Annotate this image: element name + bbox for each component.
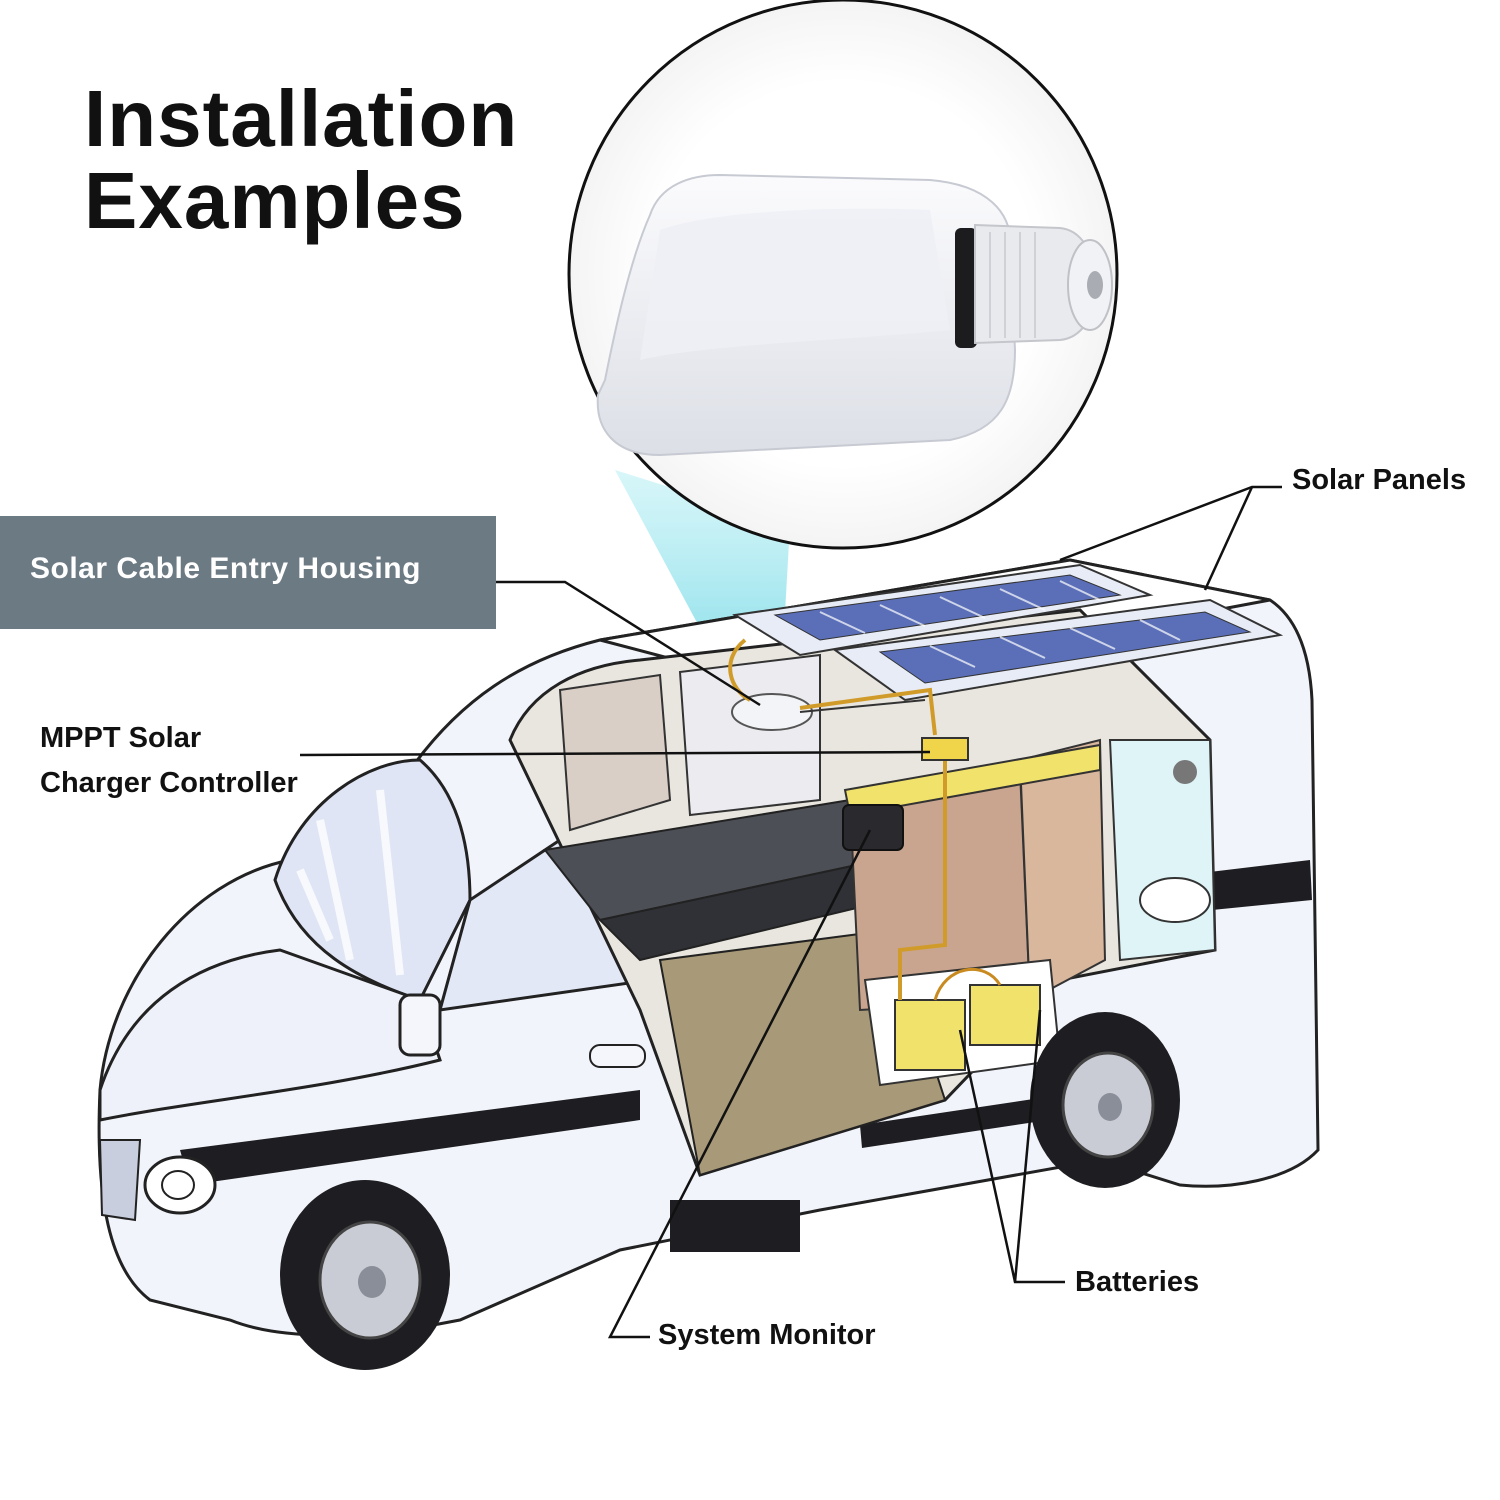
mppt-label-line-2: Charger Controller bbox=[40, 767, 298, 799]
cable-entry-housing-roof bbox=[731, 693, 813, 731]
cable-entry-label: Solar Cable Entry Housing bbox=[30, 552, 421, 585]
mppt-label: MPPT Solar Charger Controller bbox=[40, 716, 298, 806]
leader-solar-panels bbox=[1059, 485, 1282, 562]
leader-lines bbox=[299, 485, 1282, 1339]
solar-panels-roof bbox=[732, 563, 1284, 702]
mppt-controller-box bbox=[921, 737, 969, 761]
interior-cutaway bbox=[508, 608, 1217, 1177]
cable-entry-housing-product bbox=[596, 173, 1113, 457]
rear-wheel bbox=[1030, 1012, 1180, 1188]
leader-system-monitor bbox=[607, 829, 872, 1339]
leader-cable-entry bbox=[496, 580, 761, 707]
cable-entry-banner: Solar Cable Entry Housing bbox=[0, 516, 496, 629]
mppt-label-line-1: MPPT Solar bbox=[40, 722, 202, 754]
step bbox=[670, 1200, 800, 1252]
leader-mppt bbox=[299, 750, 931, 757]
batteries-label: Batteries bbox=[1075, 1266, 1200, 1298]
title-line-2: Examples bbox=[84, 156, 466, 245]
title-line-1: Installation bbox=[84, 74, 519, 163]
solar-panels-label: Solar Panels bbox=[1292, 464, 1467, 496]
page-title: Installation Examples bbox=[84, 78, 518, 242]
front-wheel bbox=[280, 1180, 450, 1370]
system-monitor-label: System Monitor bbox=[658, 1319, 876, 1351]
